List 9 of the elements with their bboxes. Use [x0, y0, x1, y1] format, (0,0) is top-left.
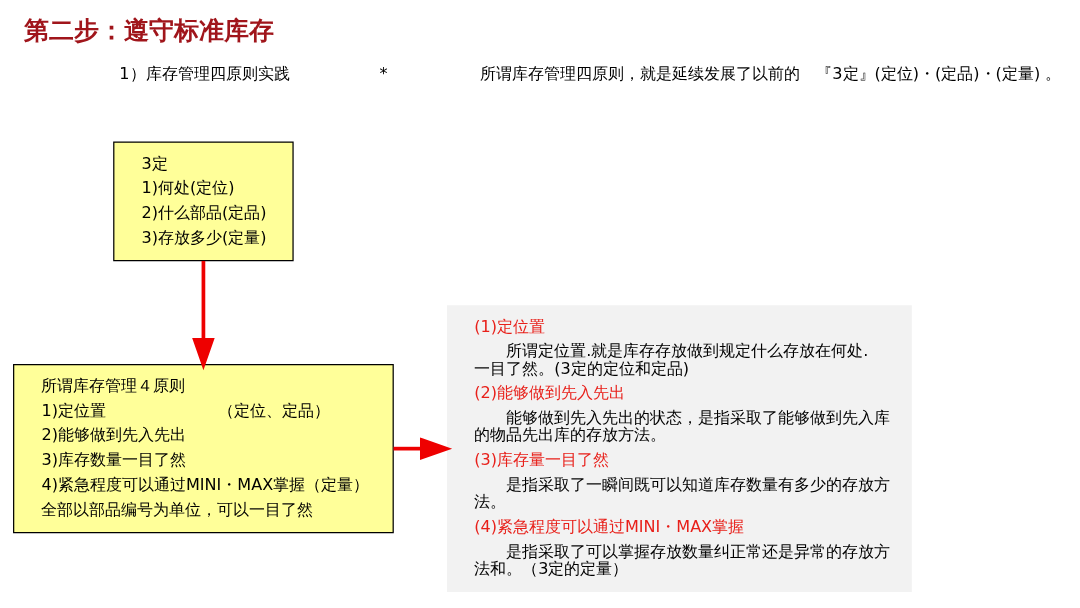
node-box: 所谓库存管理４原则 1)定位置 （定位、定品） 2)能够做到先入先出 3)库存数量一目了然 4)紧急程度可以通过MINⅠ・MAX掌握（定量） 全部以部品编号为单位，可以一目了然 [13, 363, 394, 534]
arrow [192, 260, 215, 371]
label: 1）库存管理四原则实践 [119, 64, 290, 84]
node-box: (1)定位置 所谓定位置.就是库存存放做到规定什么存放在何处.一目了然。(3定的定位和定品) (2)能够做到先入先出 能够做到先入先出的状态，是指采取了能够做到先入库的物品先出库的存放方法。 (3)库存量一目了然 是指采取了一瞬间既可以知道库存数量有多少的存放方法。 (4)紧急程度可以通过MINⅠ・MAX掌握 是指采取了可以掌握存放数量纠正常还是异常的存放方法和。（3定的定量） [446, 305, 912, 593]
diagram-title: 第二步：遵守标准库存 [23, 16, 274, 46]
label: * [379, 64, 388, 84]
arrow [393, 437, 453, 460]
label: 所谓库存管理四原则，就是延续发展了以前的 『3定』(定位)・(定品)・(定量) 。 [480, 64, 1062, 84]
node-box: 3定 1)何处(定位) 2)什么部品(定品) 3)存放多少(定量) [113, 141, 294, 262]
